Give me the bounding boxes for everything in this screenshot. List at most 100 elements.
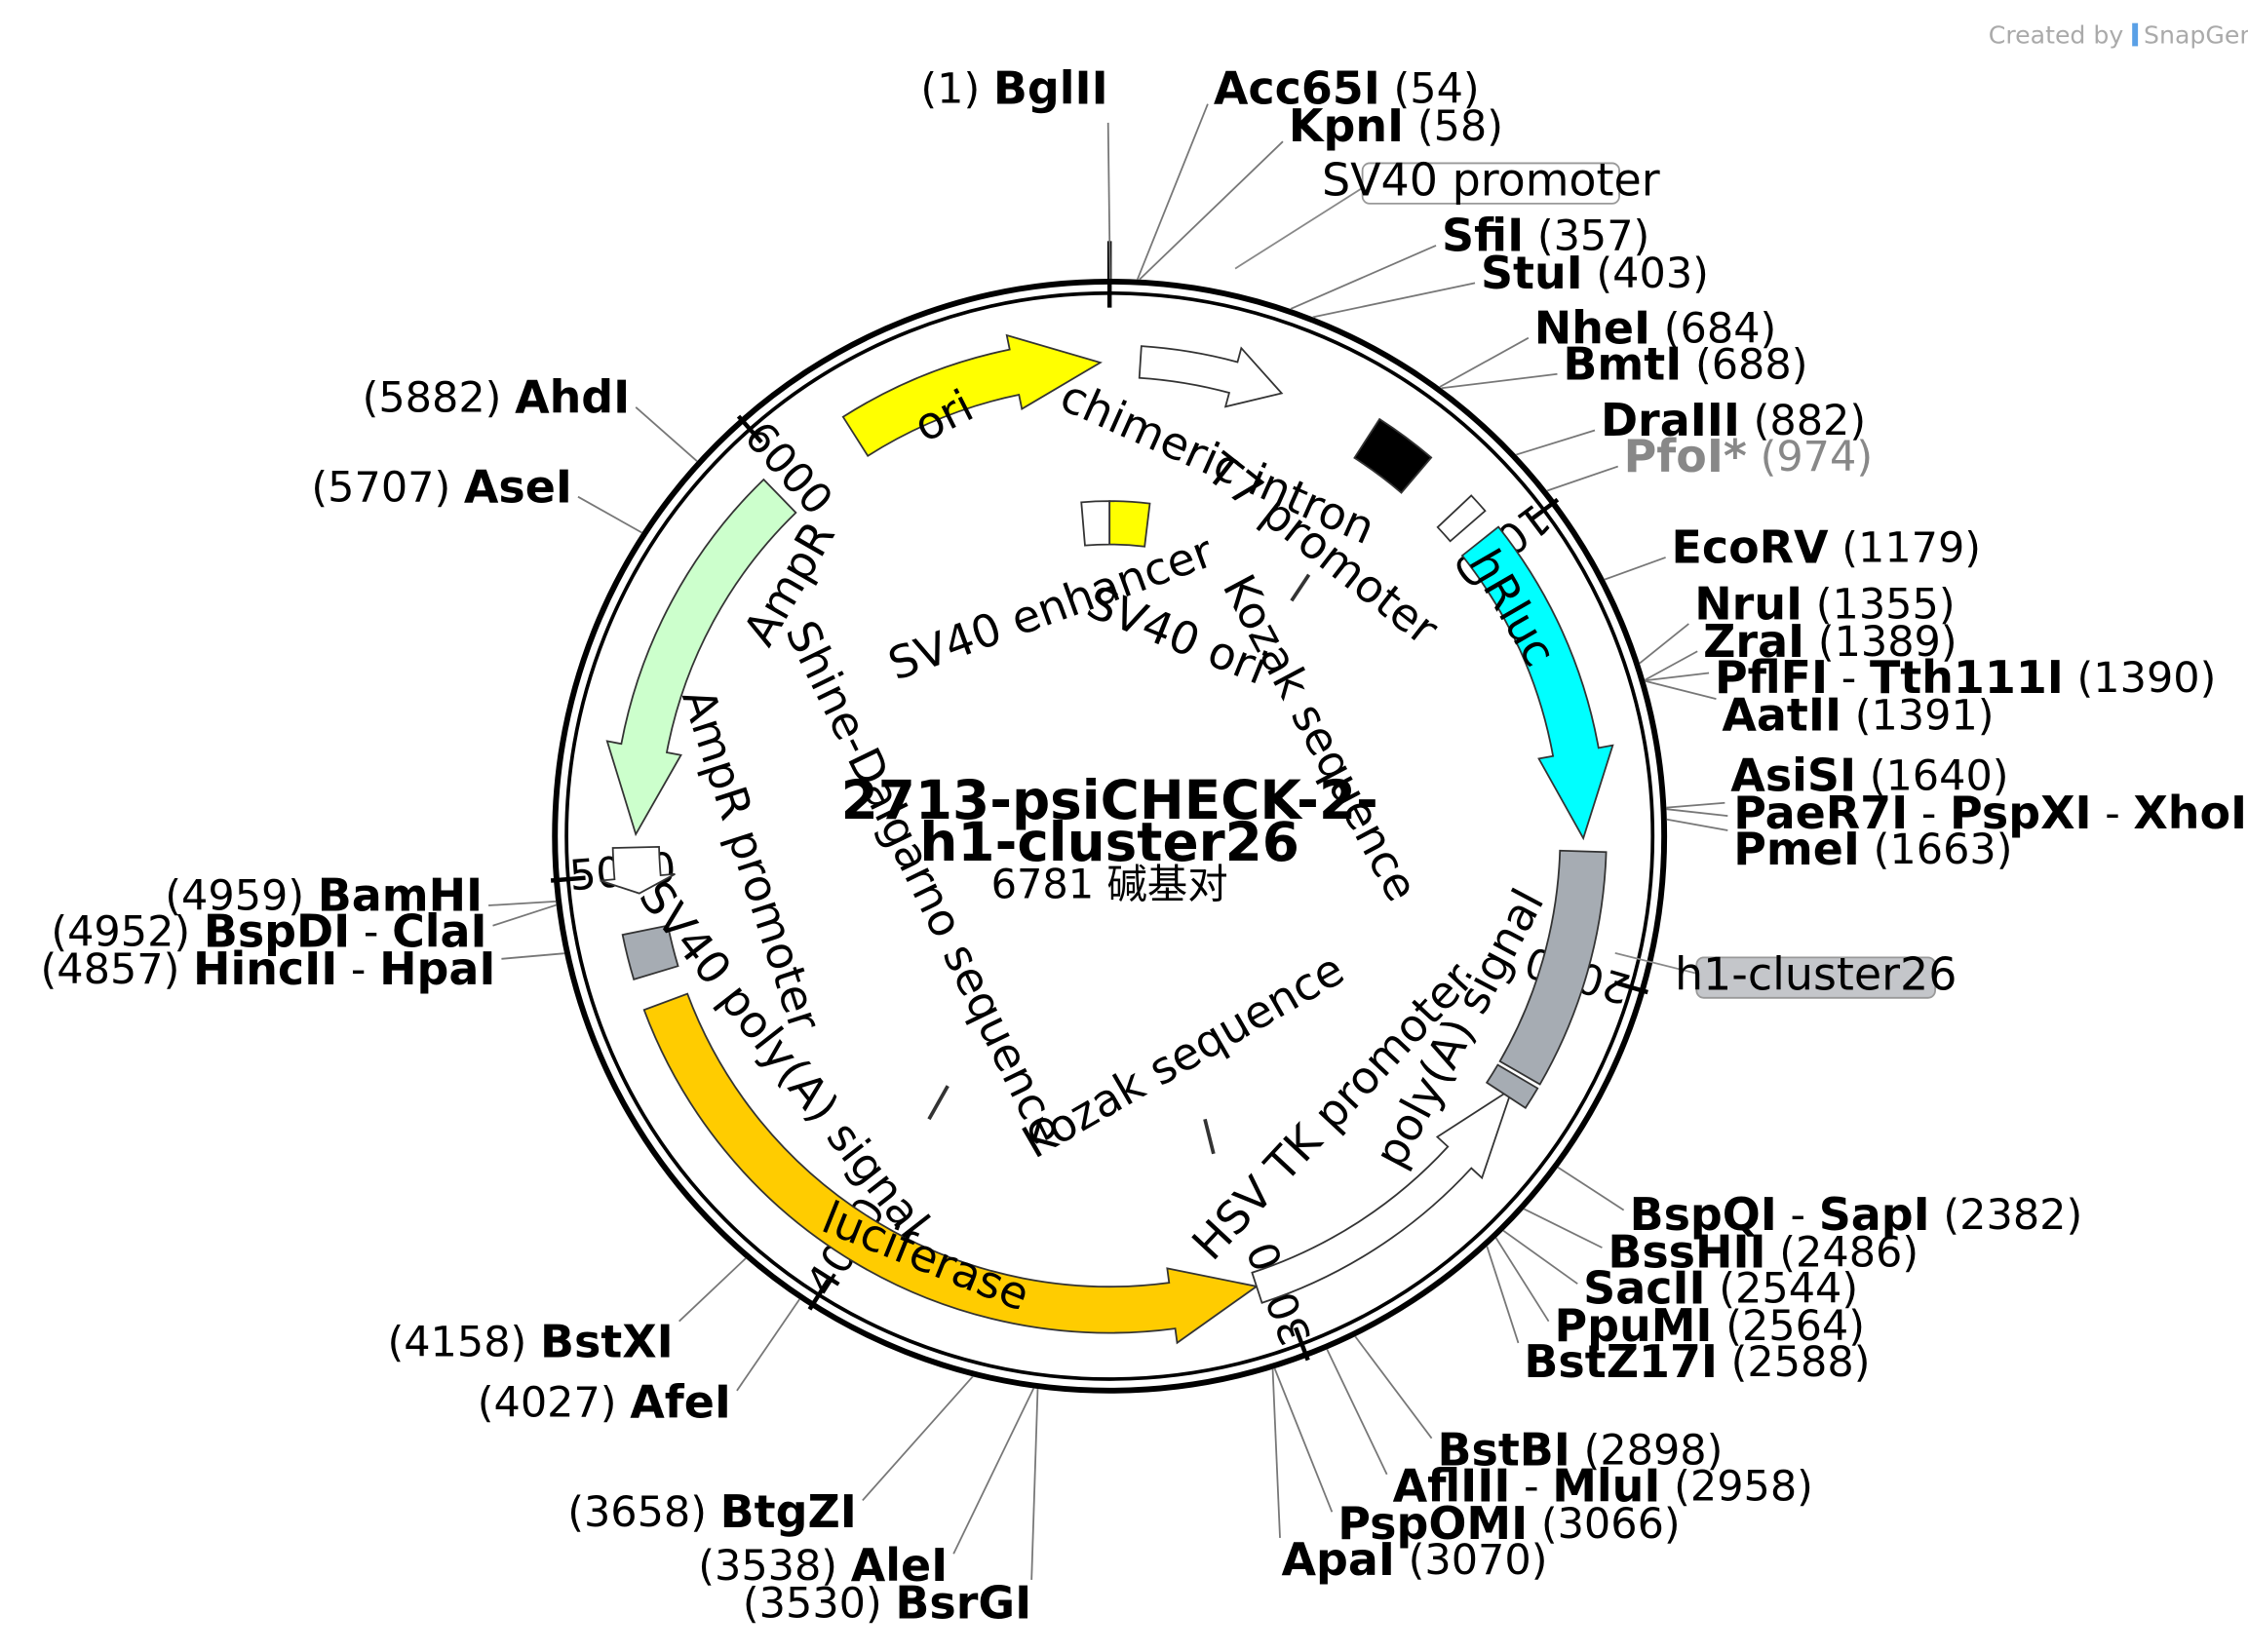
site-enzyme: BspDI (204, 904, 350, 957)
site-separator: - (350, 907, 392, 956)
site-position: (2544) (1719, 1264, 1858, 1313)
site-leader (1666, 818, 1728, 831)
site-separator: - (1908, 789, 1950, 838)
site-leader (577, 495, 642, 534)
site-bmti: BmtI (688) (1563, 337, 1807, 390)
feature-t7-promoter (1436, 494, 1487, 543)
site-sfii: SfiI (357) (1442, 209, 1649, 261)
site-enzyme: AhdI (515, 370, 630, 423)
site-enzyme: AsiSI (1730, 749, 1856, 801)
site-leader (1557, 1166, 1625, 1211)
site-paer7i: PaeR7I - PspXI - XhoI (1643) (1733, 787, 2248, 839)
site-btgzi: (3658) BtgZI (567, 1485, 857, 1538)
site-enzyme: SfiI (1442, 209, 1524, 261)
site-separator: - (1777, 1191, 1819, 1240)
site-leader (1106, 122, 1111, 279)
site-gap (837, 1542, 851, 1591)
feature-h1-cluster26 (1498, 849, 1608, 1086)
site-nhei: NheI (684) (1534, 301, 1777, 354)
site-leader (1666, 801, 1725, 809)
site-bspdi: (4952) BspDI - ClaI (51, 904, 486, 957)
tick-mark (1529, 497, 1560, 522)
site-leader (1546, 465, 1619, 492)
site-enzyme: BtgZI (720, 1485, 857, 1538)
site-gap (1860, 826, 1874, 874)
site-gap (707, 1488, 720, 1537)
feature-amp-r (605, 478, 797, 837)
site-ppumi: PpuMI (2564) (1555, 1299, 1866, 1352)
site-enzyme: NruI (1694, 577, 1802, 630)
site-enzyme: SacII (1583, 1261, 1705, 1314)
site-position: (4952) (51, 907, 190, 956)
site-bstbi: BstBI (2898) (1438, 1423, 1724, 1476)
site-separator: - (2092, 789, 2134, 838)
site-position: (4158) (387, 1318, 526, 1366)
site-position: (1389) (1818, 617, 1957, 666)
site-position: (3538) (698, 1542, 837, 1591)
site-enzyme: BmtI (1563, 337, 1682, 390)
site-enzyme: MluI (1552, 1459, 1660, 1512)
site-enzyme: BstXI (540, 1315, 674, 1367)
site-kpni: KpnI (58) (1289, 98, 1503, 151)
feature-luciferase (642, 992, 1260, 1345)
site-enzyme: HpaI (379, 942, 495, 995)
site-bglii: (1) BglII (920, 61, 1107, 114)
site-gap (1747, 433, 1761, 481)
tick-mark (736, 414, 763, 444)
site-acc65i: Acc65I (54) (1214, 61, 1480, 114)
site-position: (4959) (165, 871, 304, 920)
brand-name: SnapGene (2144, 20, 2248, 49)
site-gap (450, 463, 464, 512)
site-separator: - (337, 945, 379, 994)
site-position: (2382) (1943, 1191, 2082, 1240)
site-enzyme: ClaI (392, 904, 487, 957)
site-leader (1666, 808, 1728, 818)
site-position: (2958) (1674, 1462, 1813, 1511)
site-position: (688) (1695, 340, 1808, 389)
site-leader (1604, 557, 1666, 581)
site-aatii: AatII (1391) (1722, 688, 1994, 741)
feature-sv40-promoter (1138, 345, 1284, 408)
site-enzyme: Tth111I (1870, 650, 2064, 703)
site-enzyme: BsrGI (895, 1576, 1031, 1629)
site-bamhi: (4959) BamHI (165, 868, 483, 921)
site-position: (1) (920, 64, 980, 113)
site-leader (1312, 282, 1476, 319)
site-leader (1139, 140, 1284, 281)
site-leader (1645, 679, 1717, 700)
site-leader (1502, 1229, 1578, 1285)
box-text: SV40 promoter (1322, 154, 1660, 207)
site-leader (678, 1257, 747, 1323)
box-frame (1695, 956, 1936, 999)
site-enzyme: BspQI (1630, 1188, 1777, 1241)
site-ecorv: EcoRV (1179) (1672, 520, 1982, 573)
site-enzyme: PfoI* (1624, 430, 1747, 482)
size-label: 6781 碱基对 (991, 861, 1228, 908)
site-gap (617, 1378, 631, 1427)
site-enzyme: DraIII (1601, 394, 1740, 446)
snapgene-logo-icon (2132, 22, 2139, 47)
site-enzyme: KpnI (1289, 98, 1404, 151)
box-leader-line (1234, 182, 1371, 270)
site-enzyme: AleI (851, 1539, 949, 1592)
site-leader (1523, 1208, 1603, 1249)
site-stui: StuI (403) (1481, 246, 1709, 298)
site-leader (488, 900, 557, 906)
site-enzyme: PmeI (1733, 823, 1860, 875)
site-enzyme: SapI (1819, 1188, 1930, 1241)
site-gap (1682, 340, 1695, 389)
site-position: (684) (1664, 304, 1777, 353)
tick-mark (1294, 1326, 1310, 1362)
site-position: (58) (1417, 101, 1503, 150)
site-enzyme: HincII (193, 942, 337, 995)
title-line-1: 2713-psiCHECK-2- (841, 769, 1378, 831)
site-enzyme: AfeI (630, 1375, 731, 1428)
feature-sv40-poly-a (621, 924, 679, 980)
shine-dalgarno-mark (927, 1085, 950, 1121)
site-asisi: AsiSI (1640) (1730, 749, 2008, 801)
site-gap (304, 871, 318, 920)
site-gap (1404, 101, 1417, 150)
site-leader (1439, 336, 1530, 388)
site-leader (635, 406, 698, 462)
